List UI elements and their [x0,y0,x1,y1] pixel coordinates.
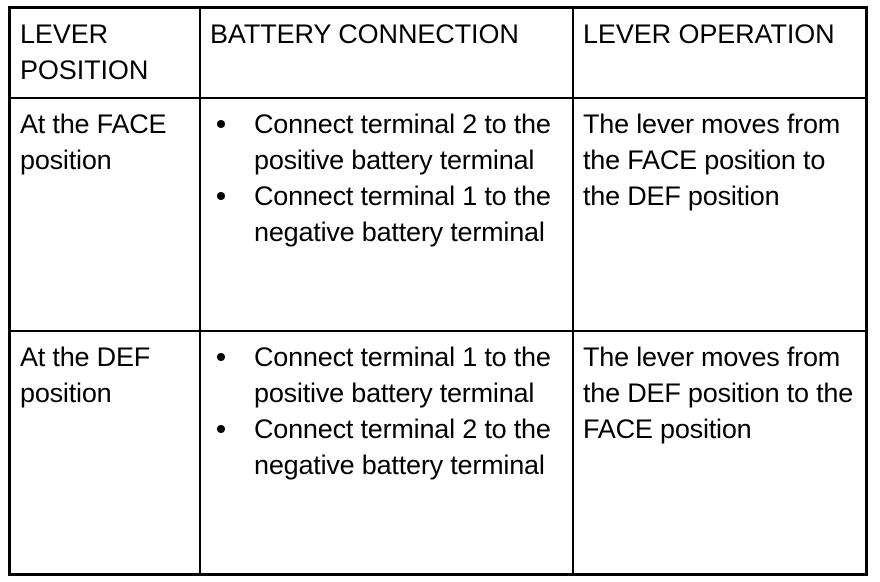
battery-connection-list: Connect terminal 1 to the positive batte… [207,339,566,483]
lever-operation-text: The lever moves from the DEF position to… [583,342,854,444]
column-header-battery-connection: BATTERY CONNECTION [200,9,574,99]
battery-connection-list-wrap: Connect terminal 1 to the positive batte… [201,332,572,492]
list-item: Connect terminal 2 to the negative batte… [207,411,566,483]
bullet-dot-icon [217,120,225,128]
bullet-dot-icon [217,353,225,361]
lever-position-table: LEVER POSITION BATTERY CONNECTION LEVER … [11,9,865,573]
list-item-text: Connect terminal 2 to the negative batte… [254,414,551,480]
lever-position-text: At the DEF position [20,342,151,408]
list-item: Connect terminal 2 to the positive batte… [207,106,566,178]
spec-table-container: LEVER POSITION BATTERY CONNECTION LEVER … [8,6,868,576]
cell-battery-connection: Connect terminal 2 to the positive batte… [200,98,574,332]
lever-position-text: At the FACE position [20,109,167,175]
battery-connection-list-wrap: Connect terminal 2 to the positive batte… [201,99,572,259]
lever-operation-text: The lever moves from the FACE position t… [583,109,841,211]
column-header-battery-connection-label: BATTERY CONNECTION [210,19,519,49]
cell-lever-position: At the DEF position [11,331,201,573]
column-header-lever-operation: LEVER OPERATION [573,9,865,99]
table-body: At the FACE position Connect terminal 2 … [11,98,865,573]
table-row: At the DEF position Connect terminal 1 t… [11,331,865,573]
list-item-text: Connect terminal 2 to the positive batte… [254,109,551,175]
list-item-text: Connect terminal 1 to the positive batte… [254,342,551,408]
table-head: LEVER POSITION BATTERY CONNECTION LEVER … [11,9,865,99]
table-header-row: LEVER POSITION BATTERY CONNECTION LEVER … [11,9,865,99]
cell-battery-connection: Connect terminal 1 to the positive batte… [200,331,574,573]
column-header-lever-operation-label: LEVER OPERATION [583,19,835,49]
table-row: At the FACE position Connect terminal 2 … [11,98,865,332]
cell-lever-position: At the FACE position [11,98,201,332]
bullet-dot-icon [217,192,225,200]
column-header-lever-position-label: LEVER POSITION [20,19,149,85]
column-header-lever-position: LEVER POSITION [11,9,201,99]
cell-lever-operation: The lever moves from the DEF position to… [573,331,865,573]
cell-lever-operation: The lever moves from the FACE position t… [573,98,865,332]
bullet-dot-icon [217,425,225,433]
battery-connection-list: Connect terminal 2 to the positive batte… [207,106,566,250]
list-item: Connect terminal 1 to the negative batte… [207,178,566,250]
list-item: Connect terminal 1 to the positive batte… [207,339,566,411]
list-item-text: Connect terminal 1 to the negative batte… [254,181,551,247]
